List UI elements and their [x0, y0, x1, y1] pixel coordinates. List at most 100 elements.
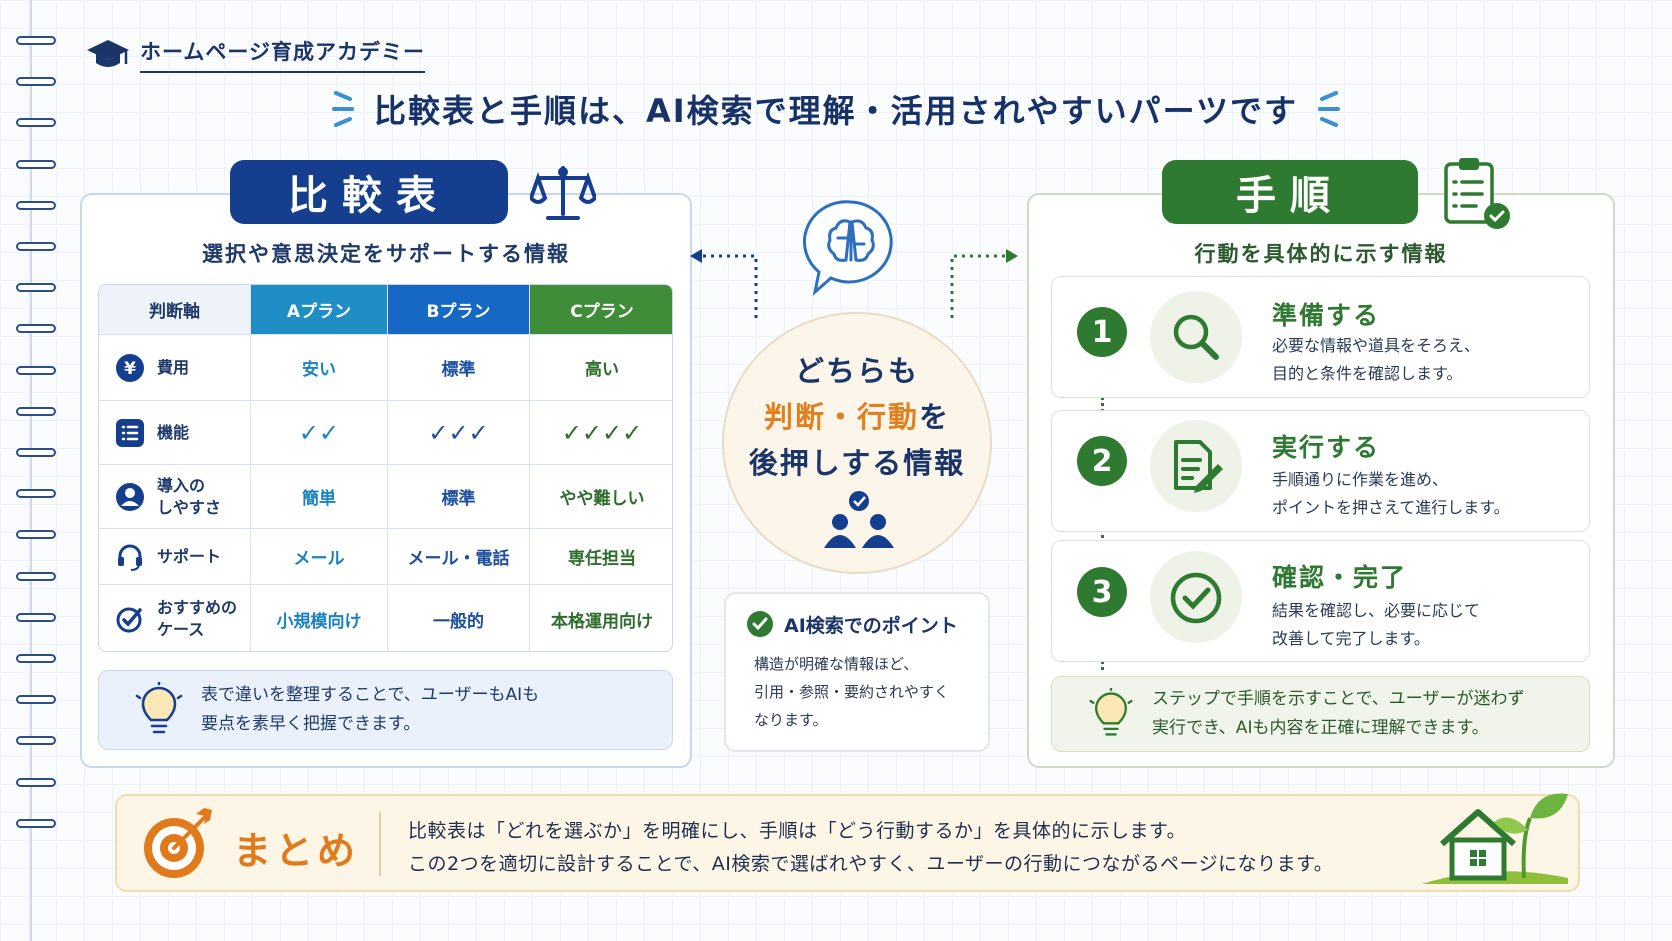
- summary-divider: [379, 812, 381, 876]
- table-cell: 標準: [388, 465, 530, 528]
- binder-ring: [16, 777, 56, 787]
- step-card: [1051, 410, 1590, 532]
- graduation-cap-icon: [87, 39, 129, 67]
- step-icon-bg: [1150, 420, 1242, 512]
- binder-ring: [16, 118, 56, 128]
- center-line-2: 判断・行動を: [724, 394, 990, 440]
- steps-tip-text: ステップで手順を示すことで、ユーザーが迷わず 実行でき、AIも内容を正確に理解で…: [1152, 689, 1525, 738]
- compare-tip: 表で違いを整理することで、ユーザーもAIも 要点を素早く把握できます。: [98, 670, 673, 750]
- point-title: AI検索でのポイント: [784, 614, 958, 637]
- table-cell: 小規模向け: [251, 585, 388, 651]
- binder-ring: [16, 530, 56, 540]
- step-icon-bg: [1150, 291, 1242, 383]
- table-cell: 安い: [251, 335, 388, 400]
- step-desc: 手順通りに作業を進め、 ポイントを押さえて進行します。: [1272, 470, 1510, 517]
- table-header-cell: Cプラン: [530, 285, 672, 334]
- binder-ring: [16, 77, 56, 87]
- binder-ring: [16, 612, 56, 622]
- table-cell: メール・電話: [388, 529, 530, 584]
- point-title-row: AI検索でのポイント: [746, 610, 958, 638]
- table-cell: 本格運用向け: [551, 611, 653, 632]
- search-icon: [1173, 314, 1219, 360]
- binder-ring: [16, 818, 56, 828]
- table-row: サポート メール メール・電話 専任担当: [99, 529, 672, 585]
- binder-ring: [16, 489, 56, 499]
- table-header-cell: 判断軸: [99, 285, 251, 334]
- point-text: 構造が明確な情報ほど、 引用・参照・要約されやすく なります。: [754, 655, 950, 729]
- table-cell: メール: [251, 529, 388, 584]
- center-line-3: 後押しする情報: [748, 446, 966, 480]
- target-arrow-icon: [144, 808, 212, 878]
- step-icon-bg: [1150, 551, 1242, 643]
- row-label-cell: 機能: [99, 401, 251, 464]
- binder-ring: [16, 159, 56, 169]
- table-cell: やや難しい: [559, 489, 645, 509]
- ai-point-box: AI検索でのポイント 構造が明確な情報ほど、 引用・参照・要約されやすく なりま…: [724, 592, 990, 752]
- table-cell: 高い: [585, 360, 619, 380]
- binder-line: [30, 0, 32, 941]
- table-row: 導入の しやすさ 簡単 標準 やや難しい: [99, 465, 672, 529]
- step-desc: 結果を確認し、必要に応じて 改善して完了します。: [1272, 601, 1481, 648]
- row-label: 導入の しやすさ: [157, 475, 221, 517]
- steps-subtitle: 行動を具体的に示す情報: [1194, 242, 1448, 266]
- table-cell: 専任担当: [568, 549, 636, 569]
- binder-ring: [16, 200, 56, 210]
- row-label-cell: おすすめの ケース: [99, 585, 251, 651]
- binder-ring: [16, 324, 56, 334]
- step-card: [1051, 276, 1590, 398]
- step-number: 2: [1077, 436, 1127, 486]
- table-cell: 標準: [388, 335, 530, 400]
- binder-ring: [16, 365, 56, 375]
- center-message: どちらも 判断・行動を 後押しする情報: [724, 348, 990, 486]
- step-title: 実行する: [1272, 433, 1381, 462]
- row-label-cell: ¥ 費用: [99, 335, 251, 400]
- step-card: [1051, 540, 1590, 662]
- table-row: ¥ 費用 安い 標準 高い: [99, 335, 672, 401]
- table-header-cell: Bプラン: [388, 285, 530, 334]
- binder-ring: [16, 36, 56, 45]
- row-label: おすすめの ケース: [157, 598, 238, 639]
- arrow-right-dotted: [950, 249, 1018, 318]
- lightbulb-icon: [1089, 688, 1133, 736]
- compare-tip-text: 表で違いを整理することで、ユーザーもAIも 要点を素早く把握できます。: [201, 685, 540, 734]
- binder-ring: [16, 695, 56, 705]
- brand: ホームページ育成アカデミー: [86, 36, 425, 73]
- check-circle-icon: [1170, 572, 1222, 624]
- binder-rings: [0, 0, 60, 941]
- step-number: 3: [1077, 567, 1127, 617]
- row-label: 費用: [157, 357, 190, 377]
- comparison-table: 判断軸 Aプラン Bプラン Cプラン ¥ 費用 安い 標準 高い 機能 ✓✓ ✓…: [98, 284, 673, 652]
- table-header-row: 判断軸 Aプラン Bプラン Cプラン: [99, 285, 672, 335]
- sparkle-left-icon: [331, 91, 354, 127]
- compare-subtitle: 選択や意思決定をサポートする情報: [202, 242, 570, 266]
- document-edit-icon: [1174, 440, 1223, 493]
- list-icon: [116, 418, 144, 447]
- yen-icon: ¥: [116, 353, 144, 382]
- headline-row: 比較表と手順は、AI検索で理解・活用されやすいパーツです: [0, 86, 1672, 132]
- binder-ring: [16, 736, 56, 746]
- step-number: 1: [1077, 307, 1127, 357]
- binder-ring: [16, 571, 56, 581]
- table-cell: 一般的: [388, 585, 530, 651]
- table-row: 機能 ✓✓ ✓✓✓ ✓✓✓✓: [99, 401, 672, 465]
- binder-ring: [16, 283, 56, 293]
- row-label: 機能: [157, 422, 190, 442]
- step-title: 準備する: [1272, 301, 1381, 330]
- table-cell: ✓✓: [251, 401, 388, 464]
- center-accent: 判断・行動: [763, 400, 919, 434]
- arrow-left-dotted: [690, 249, 758, 318]
- center-line-1: どちらも: [794, 354, 919, 388]
- summary-label: まとめ: [233, 829, 360, 873]
- binder-ring: [16, 242, 56, 251]
- balance-scale-icon: [530, 166, 596, 220]
- binder-ring: [16, 406, 56, 416]
- summary-bar: [115, 794, 1580, 892]
- row-label-cell: 導入の しやすさ: [99, 465, 251, 528]
- clipboard-check-icon: [1444, 158, 1510, 229]
- summary-text: 比較表は「どれを選ぶか」を明確にし、手順は「どう行動するか」を具体的に示します。…: [408, 820, 1334, 875]
- table-cell: ✓✓✓: [388, 401, 530, 464]
- table-row: おすすめの ケース 小規模向け 一般的 本格運用向け: [99, 585, 672, 651]
- binder-ring: [16, 448, 56, 457]
- row-label: サポート: [157, 546, 222, 566]
- center-circle: どちらも 判断・行動を 後押しする情報: [722, 312, 992, 574]
